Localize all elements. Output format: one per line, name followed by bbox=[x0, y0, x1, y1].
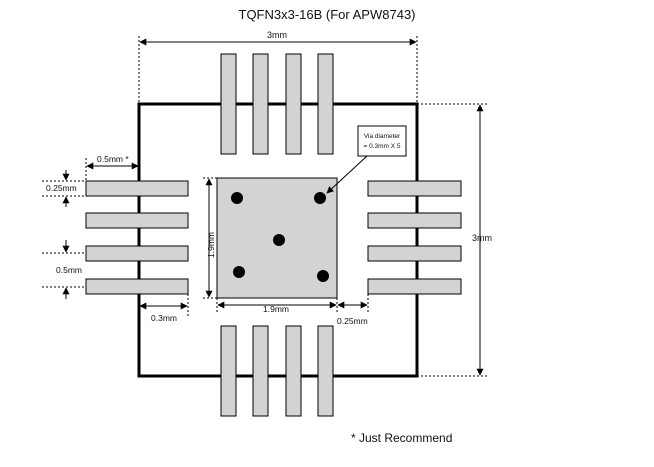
pad-width-dimension bbox=[42, 170, 86, 207]
via-note-line2: = 0.3mm X 5 bbox=[363, 143, 400, 150]
via-note-leader bbox=[326, 155, 368, 194]
pad bbox=[85, 245, 189, 262]
pad bbox=[285, 325, 302, 417]
pad bbox=[317, 325, 334, 417]
via bbox=[233, 266, 245, 278]
via bbox=[314, 192, 326, 204]
top-dimension bbox=[138, 36, 418, 104]
pad-length-label: 0.3mm bbox=[151, 313, 177, 323]
thermal-width-label: 1.9mm bbox=[263, 304, 289, 314]
bottom-pads bbox=[220, 325, 334, 417]
left-pitch-label: 0.5mm bbox=[56, 265, 82, 275]
pitch-label: 0.5mm * bbox=[97, 154, 129, 164]
pad bbox=[285, 53, 302, 155]
via-note-box bbox=[357, 125, 407, 157]
thermal-width-dimension bbox=[216, 298, 338, 312]
pad bbox=[367, 278, 462, 295]
pad bbox=[85, 212, 189, 229]
pitch-dimension bbox=[85, 158, 140, 181]
pad-gap-label: 0.25mm bbox=[337, 316, 368, 326]
pad-width-label: 0.25mm bbox=[46, 183, 77, 193]
pad bbox=[85, 278, 189, 295]
right-height-label: 3mm bbox=[472, 233, 492, 243]
pad bbox=[252, 53, 269, 155]
via-note-line1: Via diameter bbox=[364, 133, 401, 140]
left-pads bbox=[85, 180, 189, 295]
via bbox=[231, 192, 243, 204]
thermal-height-label: 1.9mm bbox=[206, 232, 216, 258]
top-pads bbox=[220, 53, 334, 155]
footnote: * Just Recommend bbox=[351, 431, 453, 445]
pad bbox=[367, 245, 462, 262]
via bbox=[317, 270, 329, 282]
pad bbox=[220, 325, 237, 417]
pad bbox=[252, 325, 269, 417]
pad bbox=[367, 212, 462, 229]
top-width-label: 3mm bbox=[267, 30, 287, 40]
pad-gap-dimension bbox=[337, 294, 369, 312]
package-outline bbox=[137, 102, 419, 378]
pad bbox=[367, 180, 462, 197]
left-pitch-dimension bbox=[42, 240, 86, 299]
pad bbox=[85, 180, 189, 197]
via bbox=[273, 234, 285, 246]
right-dimension bbox=[417, 103, 487, 377]
vias bbox=[231, 192, 329, 282]
pad-length-dimension bbox=[139, 294, 189, 316]
thermal-height-dimension bbox=[203, 177, 217, 299]
page-title: TQFN3x3-16B (For APW8743) bbox=[238, 7, 416, 22]
right-pads bbox=[367, 180, 462, 295]
pad bbox=[220, 53, 237, 155]
pad bbox=[317, 53, 334, 155]
